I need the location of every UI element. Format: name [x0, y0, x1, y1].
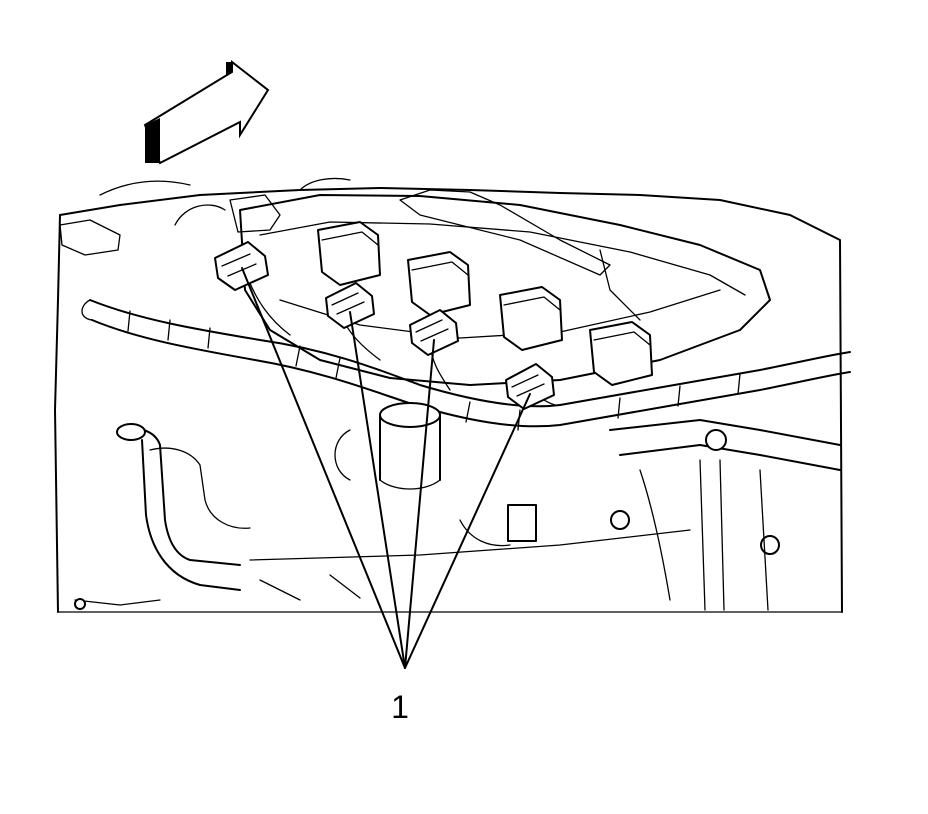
electrical-connector [505, 363, 555, 410]
ignition-coil [589, 321, 653, 386]
ignition-coil-group [317, 221, 653, 386]
engine-block-lower [74, 504, 691, 610]
electrical-connector [214, 241, 269, 291]
leader-line [241, 267, 406, 669]
leader-line [404, 393, 531, 669]
arrow-icon [143, 59, 270, 165]
electrical-connector [325, 282, 375, 329]
fuel-rail [609, 419, 841, 611]
callout-leader-lines [241, 267, 531, 669]
connector-group [214, 241, 555, 410]
leader-line [404, 339, 435, 669]
ignition-coil [317, 221, 381, 286]
ignition-coil [407, 251, 471, 316]
callout-label: 1 [391, 689, 409, 725]
mounting-bracket [59, 194, 281, 256]
leader-line [349, 311, 406, 669]
engine-body [54, 177, 843, 613]
valve-cover [239, 189, 771, 386]
coolant-hose [116, 423, 251, 591]
ignition-coil [499, 286, 563, 351]
oil-filter-housing [334, 402, 441, 490]
electrical-connector [409, 309, 459, 356]
